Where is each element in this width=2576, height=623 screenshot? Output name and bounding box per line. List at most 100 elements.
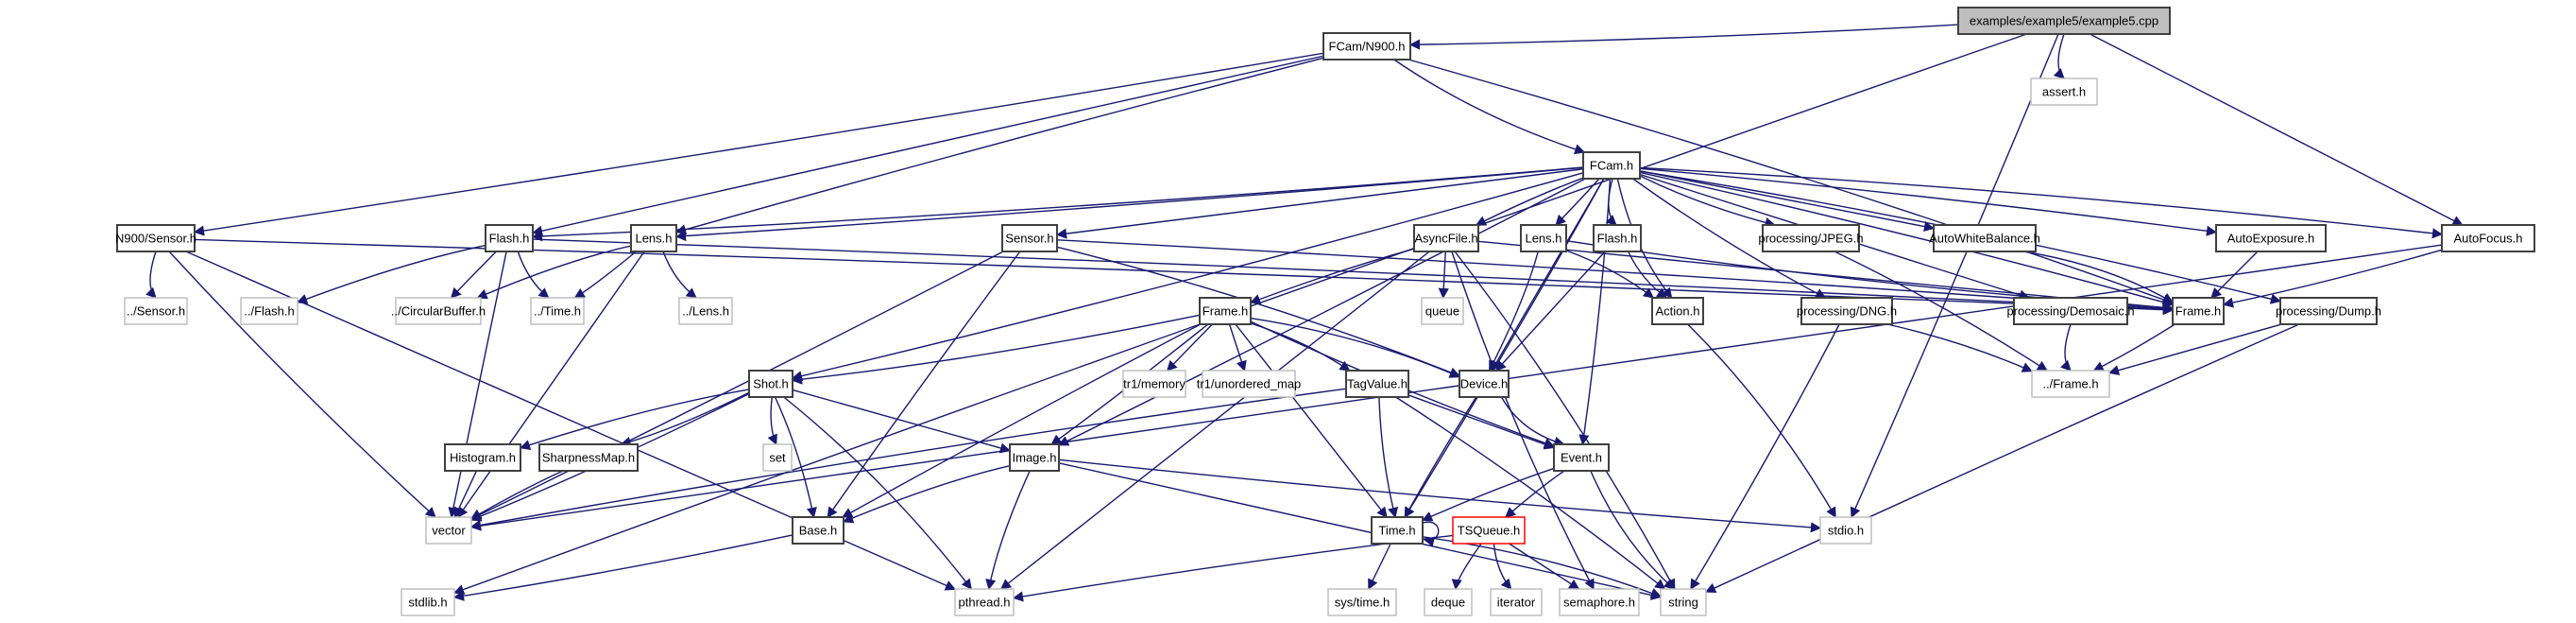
node-flashN[interactable]: Flash.h: [485, 224, 534, 252]
node-box[interactable]: [678, 297, 733, 325]
node-box[interactable]: [485, 224, 534, 252]
node-frameR[interactable]: Frame.h: [2172, 297, 2225, 325]
node-box[interactable]: [2031, 370, 2110, 398]
node-tagvalue[interactable]: TagValue.h: [1345, 370, 1409, 398]
node-sharp[interactable]: SharpnessMap.h: [538, 443, 639, 472]
node-box[interactable]: [1199, 297, 1252, 325]
node-box[interactable]: [1582, 151, 1641, 180]
node-sensor[interactable]: Sensor.h: [1001, 224, 1058, 252]
node-device[interactable]: Device.h: [1459, 370, 1510, 398]
node-box[interactable]: [1459, 370, 1510, 398]
node-box[interactable]: [1651, 297, 1704, 325]
node-box[interactable]: [395, 297, 482, 325]
node-box[interactable]: [2441, 224, 2535, 252]
node-vector[interactable]: vector: [425, 516, 472, 545]
node-iterator[interactable]: iterator: [1490, 588, 1543, 616]
node-box[interactable]: [2013, 297, 2128, 325]
node-box[interactable]: [1122, 370, 1186, 398]
node-box[interactable]: [1001, 224, 1058, 252]
node-frame[interactable]: Frame.h: [1199, 297, 1252, 325]
node-n900sensor[interactable]: N900/Sensor.h: [115, 224, 196, 252]
node-box[interactable]: [762, 443, 793, 472]
node-pthread[interactable]: pthread.h: [954, 588, 1015, 616]
node-set[interactable]: set: [762, 443, 793, 472]
node-box[interactable]: [2279, 297, 2378, 325]
node-box[interactable]: [425, 516, 472, 545]
node-shot[interactable]: Shot.h: [748, 370, 793, 398]
node-example5[interactable]: examples/example5/example5.cpp: [1957, 7, 2171, 35]
node-box[interactable]: [240, 297, 299, 325]
node-box[interactable]: [116, 224, 196, 252]
node-memory[interactable]: tr1/memory: [1122, 370, 1186, 398]
node-image[interactable]: Image.h: [1009, 443, 1060, 472]
node-semaphore[interactable]: semaphore.h: [1559, 588, 1640, 616]
node-action[interactable]: Action.h: [1651, 297, 1704, 325]
node-box[interactable]: [1424, 588, 1473, 616]
node-dng[interactable]: processing/DNG.h: [1797, 297, 1897, 325]
node-histogram[interactable]: Histogram.h: [444, 443, 521, 472]
node-box[interactable]: [1009, 443, 1060, 472]
node-base[interactable]: Base.h: [792, 516, 844, 545]
node-box[interactable]: [1520, 224, 1567, 252]
node-box[interactable]: [2030, 78, 2098, 106]
node-box[interactable]: [792, 516, 844, 545]
node-box[interactable]: [401, 588, 455, 616]
node-box[interactable]: [1490, 588, 1543, 616]
node-box[interactable]: [1421, 297, 1464, 325]
node-box[interactable]: [1660, 588, 1707, 616]
node-box[interactable]: [1345, 370, 1409, 398]
node-box[interactable]: [1202, 370, 1296, 398]
node-asyncfile[interactable]: AsyncFile.h: [1413, 224, 1479, 252]
node-box[interactable]: [954, 588, 1015, 616]
node-assert[interactable]: assert.h: [2030, 78, 2098, 106]
node-box[interactable]: [748, 370, 793, 398]
node-box[interactable]: [1413, 224, 1479, 252]
node-box[interactable]: [1452, 516, 1526, 545]
node-umap[interactable]: tr1/unordered_map: [1197, 370, 1302, 398]
node-box[interactable]: [1762, 224, 1860, 252]
node-af[interactable]: AutoFocus.h: [2441, 224, 2535, 252]
node-flashExt[interactable]: ../Flash.h: [240, 297, 299, 325]
node-sensorExt[interactable]: ../Sensor.h: [124, 297, 188, 325]
node-queue[interactable]: queue: [1421, 297, 1464, 325]
node-ae[interactable]: AutoExposure.h: [2215, 224, 2327, 252]
node-frameExt[interactable]: ../Frame.h: [2031, 370, 2110, 398]
node-awb[interactable]: AutoWhiteBalance.h: [1929, 224, 2040, 252]
node-box[interactable]: [1559, 588, 1640, 616]
node-circbuf[interactable]: ../CircularBuffer.h: [391, 297, 486, 325]
node-lens[interactable]: Lens.h: [1520, 224, 1567, 252]
node-stdio[interactable]: stdio.h: [1819, 516, 1872, 545]
node-box[interactable]: [538, 443, 639, 472]
node-string[interactable]: string: [1660, 588, 1707, 616]
node-lensExt[interactable]: ../Lens.h: [678, 297, 733, 325]
node-box[interactable]: [530, 297, 585, 325]
node-fcam[interactable]: FCam.h: [1582, 151, 1641, 180]
node-box[interactable]: [2172, 297, 2225, 325]
node-box[interactable]: [1327, 588, 1397, 616]
node-box[interactable]: [2215, 224, 2327, 252]
node-flash[interactable]: Flash.h: [1593, 224, 1642, 252]
node-box[interactable]: [1593, 224, 1642, 252]
node-box[interactable]: [1819, 516, 1872, 545]
node-box[interactable]: [630, 224, 677, 252]
node-timeExt[interactable]: ../Time.h: [530, 297, 585, 325]
node-box[interactable]: [1322, 32, 1411, 61]
node-box[interactable]: [1371, 516, 1424, 545]
node-n900[interactable]: FCam/N900.h: [1322, 32, 1411, 61]
node-demosaic[interactable]: processing/Demosaic.h: [2006, 297, 2135, 325]
node-deque[interactable]: deque: [1424, 588, 1473, 616]
node-box[interactable]: [124, 297, 188, 325]
node-box[interactable]: [1933, 224, 2037, 252]
node-box[interactable]: [444, 443, 521, 472]
node-lensN[interactable]: Lens.h: [630, 224, 677, 252]
node-dump[interactable]: processing/Dump.h: [2276, 297, 2381, 325]
node-box[interactable]: [1957, 7, 2171, 35]
node-box[interactable]: [1553, 443, 1610, 472]
node-event[interactable]: Event.h: [1553, 443, 1610, 472]
node-systime[interactable]: sys/time.h: [1327, 588, 1397, 616]
node-tsqueue[interactable]: TSQueue.h: [1452, 516, 1526, 545]
node-time[interactable]: Time.h: [1371, 516, 1424, 545]
node-box[interactable]: [1800, 297, 1893, 325]
node-stdlib[interactable]: stdlib.h: [401, 588, 455, 616]
node-jpeg[interactable]: processing/JPEG.h: [1758, 224, 1864, 252]
